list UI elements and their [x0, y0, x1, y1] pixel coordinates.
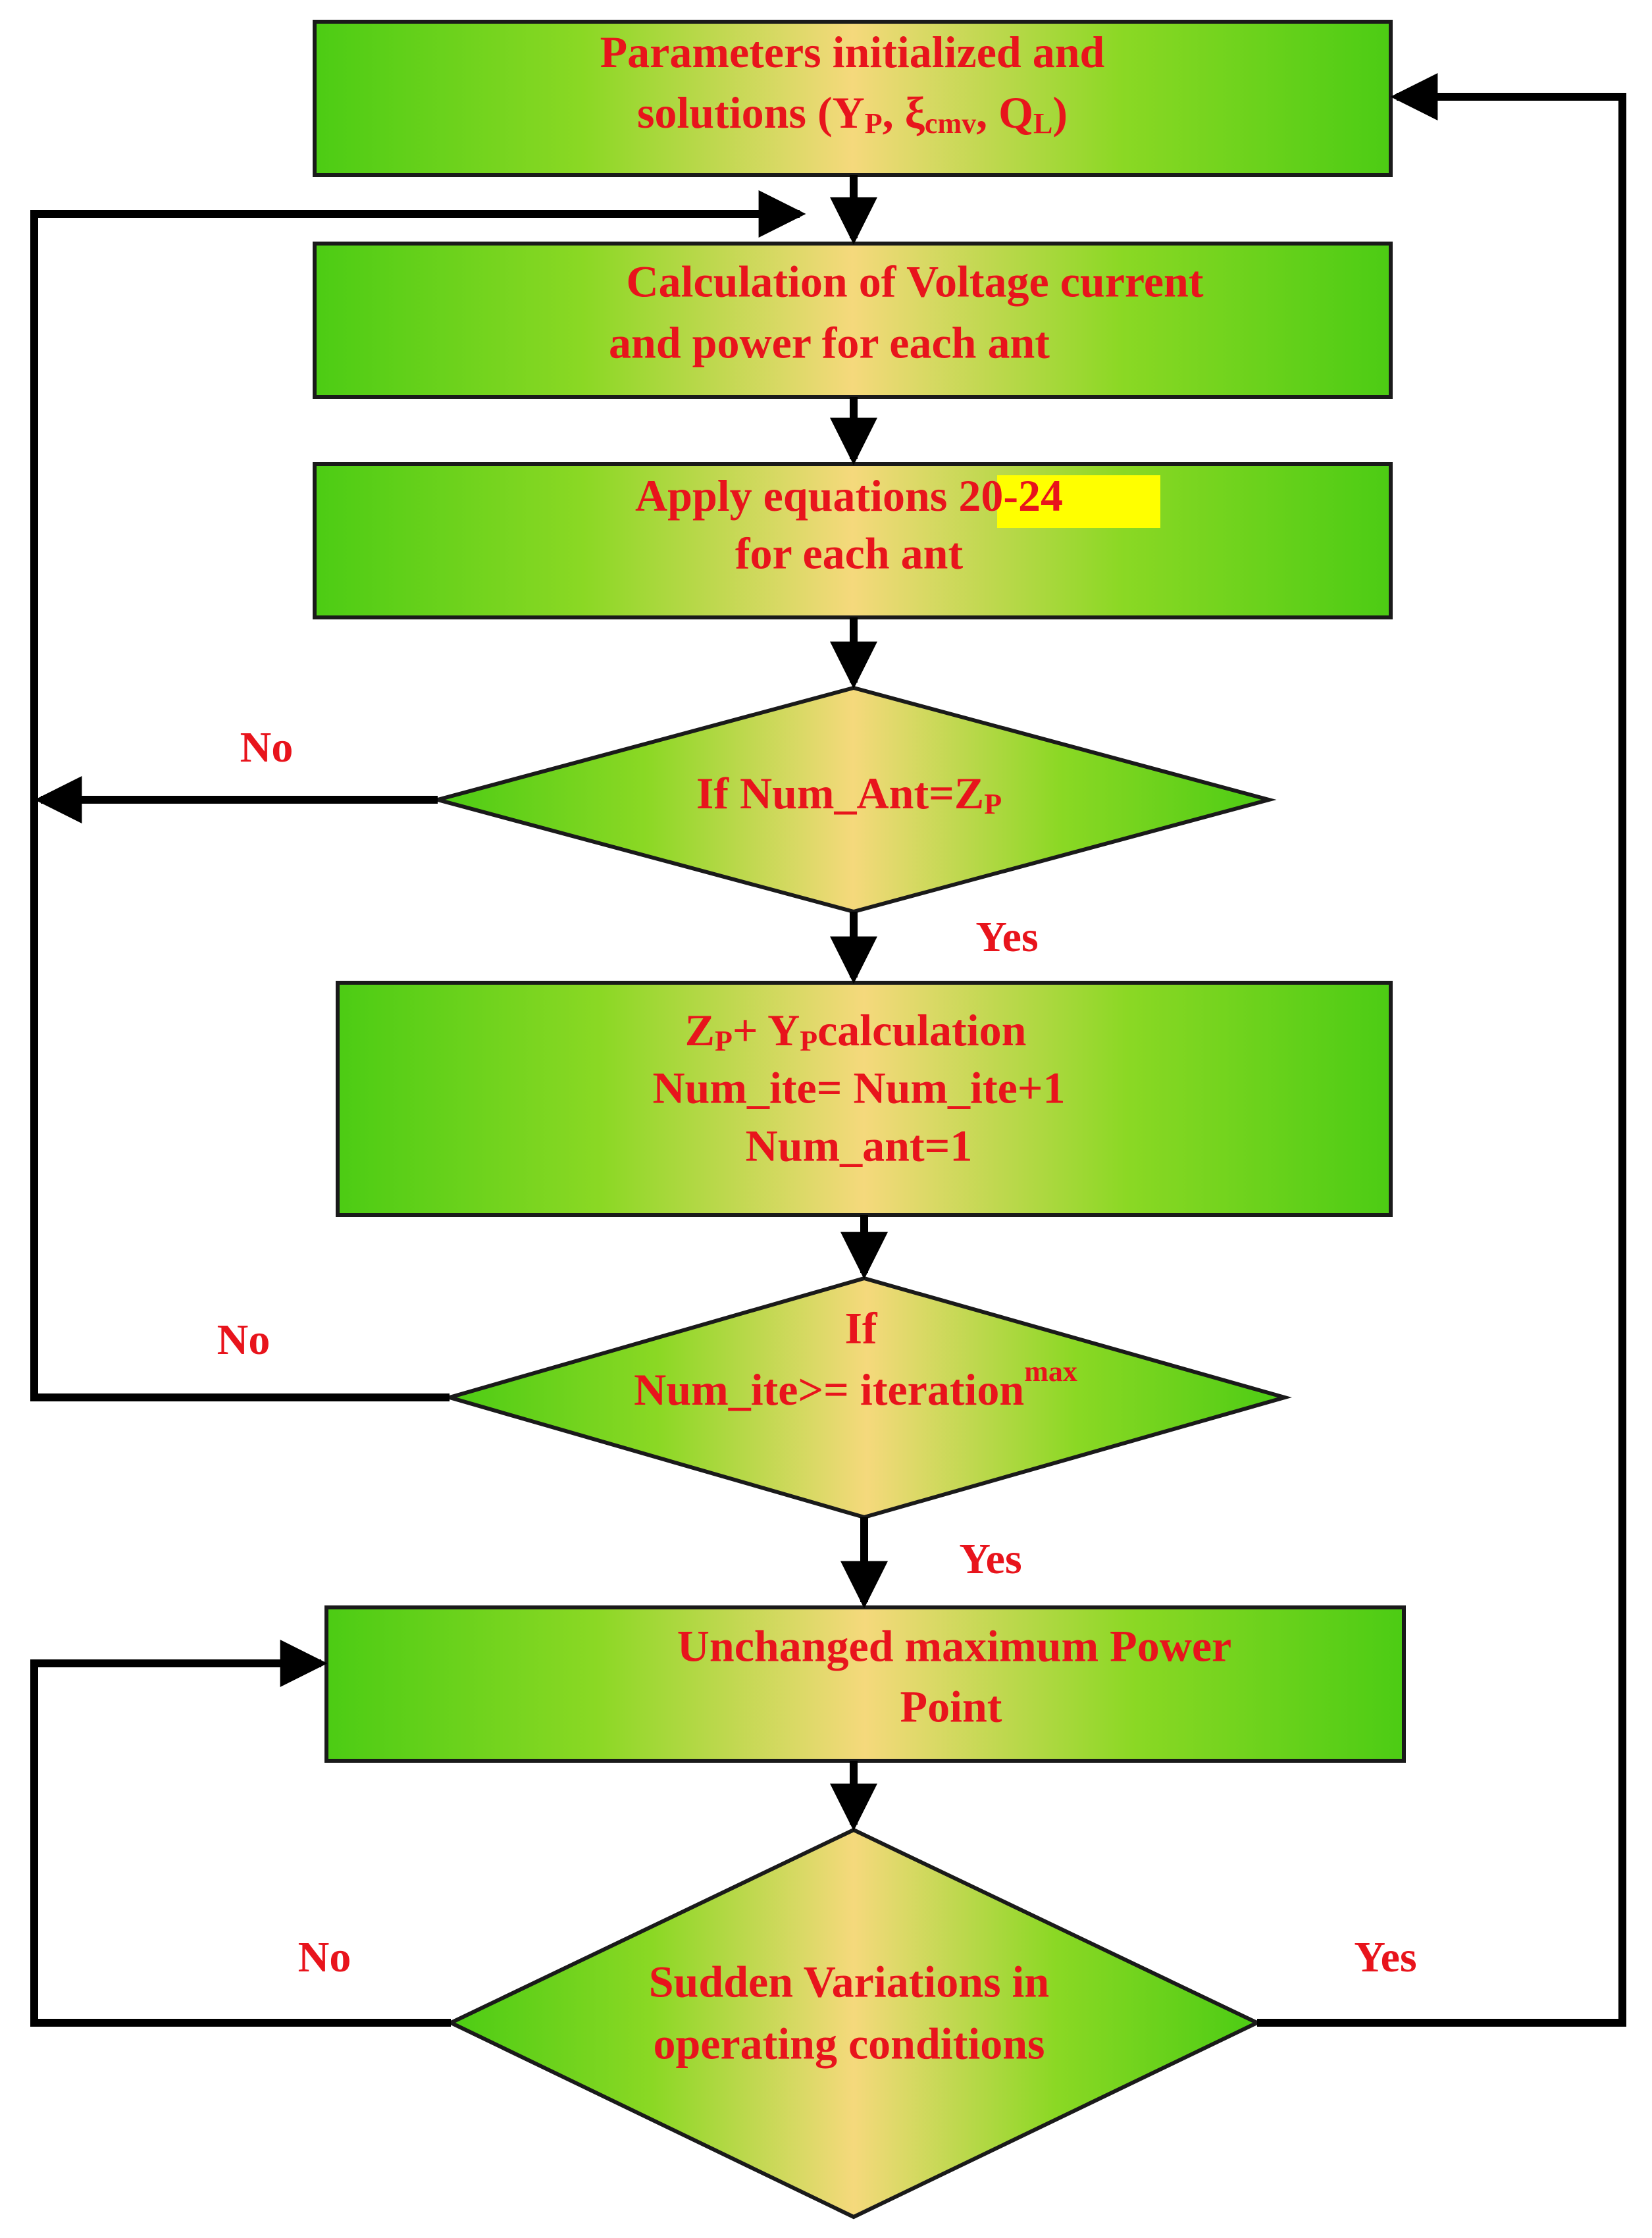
- update-z: Z: [685, 1005, 715, 1055]
- update-y-sub: P: [800, 1025, 817, 1057]
- check-iter-sup: max: [1024, 1355, 1077, 1388]
- svg-text:solutions (YP, ξcmv, QL): solutions (YP, ξcmv, QL): [637, 88, 1068, 140]
- loop-iteration-no: [30, 190, 806, 1401]
- label-yes-num-ant: Yes: [975, 913, 1038, 961]
- label-no-variations: No: [298, 1933, 351, 1981]
- node-mpp: Unchanged maximum Power Point: [324, 1605, 1406, 1763]
- check-var-line2: operating conditions: [653, 2019, 1045, 2069]
- init-line2-mid1: , ξ: [883, 88, 925, 138]
- init-line2-mid2: , Q: [976, 88, 1033, 138]
- update-line2: Num_ite= Num_ite+1: [652, 1063, 1065, 1113]
- loop-variations-yes: [1257, 73, 1626, 2027]
- node-calc: Calculation of Voltage current and power…: [313, 242, 1393, 399]
- mpp-line1: Unchanged maximum Power: [677, 1621, 1231, 1671]
- label-no-iteration: No: [217, 1316, 271, 1364]
- update-calculation: calculation: [817, 1005, 1026, 1055]
- loop-variations-no: [30, 1640, 451, 2027]
- svg-text:Apply equations 20-24: Apply equations 20-24: [635, 471, 1063, 521]
- svg-text:Parameters initialized and: Parameters initialized and: [600, 27, 1105, 77]
- mpp-line2: Point: [900, 1682, 1002, 1732]
- label-no-num-ant: No: [240, 723, 294, 771]
- init-line1: Parameters initialized and: [600, 27, 1105, 77]
- calc-line2: and power for each ant: [609, 318, 1050, 368]
- decision-num-ant: If Num_Ant=ZP: [430, 685, 1277, 914]
- decision-variations: Sudden Variations in operating condition…: [446, 1827, 1262, 2220]
- init-line2-sub3: L: [1033, 107, 1052, 140]
- check-var-line1: Sudden Variations in: [649, 1957, 1050, 2007]
- svg-text:ZP+ YPcalculation: ZP+ YPcalculation: [685, 1005, 1027, 1057]
- decision-iteration: If Num_ite>= iterationmax: [442, 1276, 1292, 1520]
- init-line2-end: ): [1052, 88, 1068, 138]
- init-line2-sub1: P: [865, 107, 883, 140]
- node-update: ZP+ YPcalculation Num_ite= Num_ite+1 Num…: [336, 981, 1393, 1217]
- node-init: Parameters initialized and solutions (YP…: [313, 20, 1393, 177]
- update-z-sub: P: [715, 1025, 733, 1057]
- label-yes-variations: Yes: [1354, 1933, 1416, 1981]
- apply-line1-prefix: Apply equations: [635, 471, 958, 521]
- connectors: [30, 73, 1626, 2027]
- update-plus-y: + Y: [733, 1005, 800, 1055]
- check-ant-sub: P: [984, 788, 1002, 820]
- check-ant-prefix: If Num_Ant=Z: [696, 768, 984, 818]
- check-iter-line1: If: [844, 1303, 877, 1353]
- apply-line2: for each ant: [735, 529, 964, 579]
- apply-line1-highlight: 20-24: [958, 471, 1063, 521]
- init-line2-prefix: solutions (Y: [637, 88, 865, 138]
- equation-highlight: [997, 475, 1160, 528]
- svg-text:If Num_Ant=ZP: If Num_Ant=ZP: [696, 768, 1002, 820]
- calc-line1: Calculation of Voltage current: [626, 257, 1203, 307]
- init-line2-sub2: cmv: [925, 107, 976, 140]
- label-yes-iteration: Yes: [959, 1535, 1021, 1583]
- check-iter-line2: Num_ite>= iteration: [634, 1365, 1024, 1415]
- update-line3: Num_ant=1: [746, 1121, 973, 1171]
- svg-text:Num_ite>= iterationmax: Num_ite>= iterationmax: [634, 1355, 1077, 1415]
- node-apply: Apply equations 20-24 for each ant: [313, 462, 1393, 619]
